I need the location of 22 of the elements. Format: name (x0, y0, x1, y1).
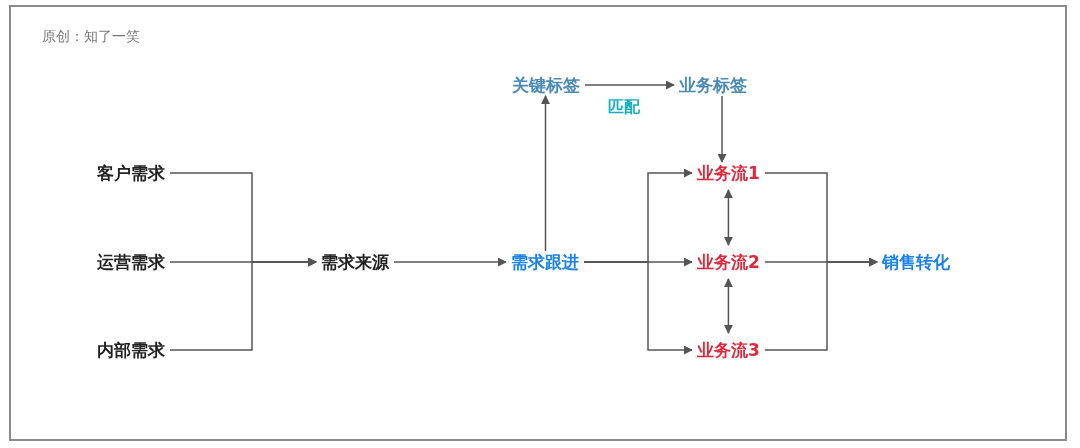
node-label: 业务流3 (692, 339, 765, 361)
node-label: 运营需求 (92, 251, 170, 273)
arrow (723, 189, 733, 246)
node-label: 销售转化 (877, 251, 955, 273)
arrow (764, 257, 878, 351)
node-label: 业务流2 (692, 251, 765, 273)
node-label: 业务流1 (692, 162, 765, 184)
node-label: 内部需求 (92, 339, 170, 361)
arrow (583, 261, 693, 355)
edge-label: 匹配 (605, 97, 642, 118)
node-label: 关键标签 (507, 74, 585, 96)
node-label: 业务标签 (674, 74, 752, 96)
arrow (584, 80, 675, 90)
author-credit: 原创：知了一笑 (42, 28, 140, 46)
node-label: 需求来源 (316, 251, 394, 273)
node-label: 需求跟进 (506, 251, 584, 273)
arrow (393, 257, 507, 267)
arrow (723, 278, 733, 334)
arrow (169, 257, 317, 351)
arrow (717, 95, 727, 163)
node-label: 客户需求 (92, 162, 170, 184)
arrow (541, 95, 550, 252)
